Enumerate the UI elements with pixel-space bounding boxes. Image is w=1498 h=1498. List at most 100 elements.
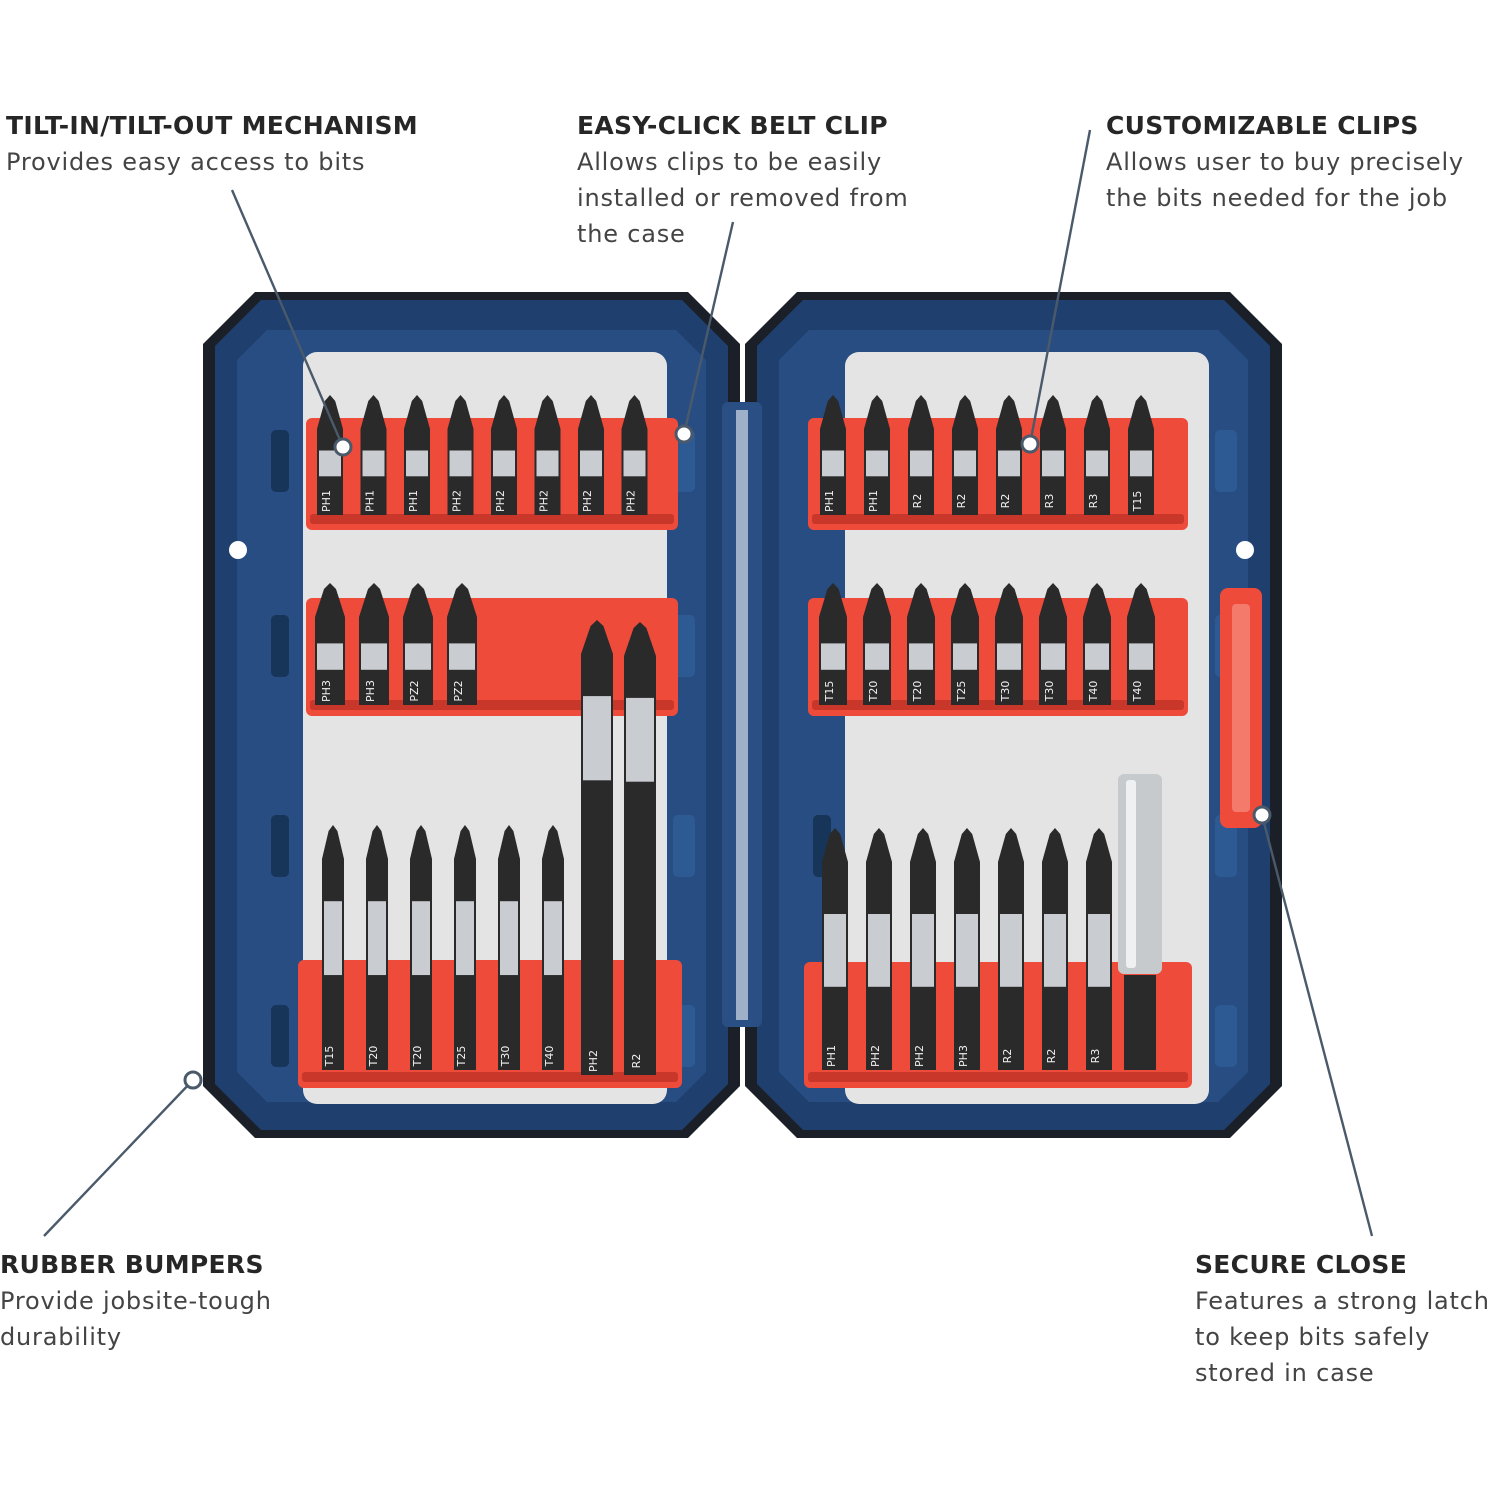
leader-belt-clip-dot (674, 424, 694, 444)
bit-tip (995, 583, 1023, 617)
bit-label: T15 (1131, 491, 1144, 513)
bit-right-middle: T40 (1083, 583, 1111, 705)
bit-label: T25 (455, 1046, 468, 1068)
bit-tip (907, 583, 935, 617)
bit-tip (954, 828, 980, 862)
leader-close (1260, 814, 1374, 1237)
leader-clips-dot (1020, 434, 1040, 454)
bit-tip (498, 825, 520, 859)
callout-tilt-title: TILT-IN/TILT-OUT MECHANISM (6, 111, 418, 140)
bit-tip (621, 395, 648, 429)
case-left-rib (271, 1005, 289, 1067)
bit-label: PH2 (587, 1050, 600, 1072)
bit-tip (403, 583, 433, 617)
leader-belt-clip (682, 221, 735, 435)
bit-silver-band (824, 914, 846, 987)
bit-tip (1083, 583, 1111, 617)
bit-tip (534, 395, 561, 429)
bit-label: PH2 (913, 1045, 926, 1067)
hinge-highlight (736, 410, 748, 1020)
bit-label: R3 (1087, 494, 1100, 509)
callout-tilt: TILT-IN/TILT-OUT MECHANISM Provides easy… (6, 108, 418, 180)
bit-right-top: R2 (952, 395, 978, 515)
bit-left-middle: PZ2 (403, 583, 433, 705)
bit-label: T30 (499, 1046, 512, 1068)
bit-silver-band (1041, 643, 1065, 670)
clip-left-top-ledge (310, 514, 674, 524)
bit-label: PH2 (869, 1045, 882, 1067)
bit-tip (359, 583, 389, 617)
bit-label: PH1 (364, 490, 377, 512)
bit-silver-band (626, 697, 654, 782)
bit-tip (1127, 583, 1155, 617)
bit-silver-band (954, 450, 976, 477)
bit-right-top: R2 (908, 395, 934, 515)
bit-silver-band (1088, 914, 1110, 987)
mount-hole (229, 541, 247, 559)
bit-right-top: R2 (996, 395, 1022, 515)
bit-label: PH1 (825, 1045, 838, 1067)
bit-left-long: PH2 (581, 620, 613, 1075)
bit-tip (1086, 828, 1112, 862)
bit-tip (447, 395, 474, 429)
bit-silver-band (1130, 450, 1152, 477)
bit-label: PH3 (364, 680, 377, 702)
bit-tip (863, 583, 891, 617)
callout-close-line-2: to keep bits safely (1195, 1323, 1431, 1351)
bit-silver-band (1000, 914, 1022, 987)
callout-belt-clip-title: EASY-CLICK BELT CLIP (577, 111, 888, 140)
bit-tip (951, 583, 979, 617)
callout-belt-clip-line-2: installed or removed from (577, 184, 909, 212)
bit-label: PZ2 (452, 680, 465, 701)
bit-label: R2 (955, 494, 968, 509)
callout-bumpers: RUBBER BUMPERS Provide jobsite-tough dur… (0, 1247, 272, 1355)
bit-right-bottom: PH1 (822, 828, 848, 1070)
bit-label: R2 (999, 494, 1012, 509)
bit-right-middle: T40 (1127, 583, 1155, 705)
bit-silver-band (623, 450, 646, 477)
bit-silver-band (909, 643, 933, 670)
bit-label: PH2 (451, 490, 464, 512)
bit-left-middle: PH3 (315, 583, 345, 705)
bit-tip (581, 620, 613, 654)
bit-tip (366, 825, 388, 859)
bit-left-top: PH2 (534, 395, 561, 515)
bit-silver-band (1085, 643, 1109, 670)
bit-right-middle: T20 (863, 583, 891, 705)
bit-silver-band (1086, 450, 1108, 477)
bit-tip (322, 825, 344, 859)
bit-right-bottom: R2 (1042, 828, 1068, 1070)
bit-left-middle: PH3 (359, 583, 389, 705)
bit-label: PH3 (320, 680, 333, 702)
leader-tilt (230, 189, 345, 448)
bit-silver-band (456, 901, 474, 976)
bit-tip (910, 828, 936, 862)
bit-silver-band (449, 643, 475, 670)
bit-silver-band (324, 901, 342, 976)
callout-close-title: SECURE CLOSE (1195, 1250, 1408, 1279)
bit-tip (410, 825, 432, 859)
mount-hole (1236, 541, 1254, 559)
bit-silver-band (1044, 914, 1066, 987)
leader-bumpers-dot (183, 1070, 203, 1090)
bit-left-long: R2 (624, 622, 656, 1075)
bit-tip (1039, 583, 1067, 617)
bit-label: R2 (911, 494, 924, 509)
case-left-rib (271, 615, 289, 677)
bit-right-bottom: R2 (998, 828, 1024, 1070)
bit-tip (578, 395, 604, 429)
bit-left-bottom: T15 (322, 825, 344, 1070)
bit-right-bottom: PH3 (954, 828, 980, 1070)
bit-label: T20 (367, 1046, 380, 1068)
bit-label: PH1 (823, 490, 836, 512)
bit-silver-band (1129, 643, 1153, 670)
case-left-rib (271, 430, 289, 492)
bit-right-middle: T15 (819, 583, 847, 705)
clip-right-top-ledge (812, 514, 1184, 524)
bit-silver-band (500, 901, 518, 976)
bit-silver-band (412, 901, 430, 976)
bit-tip (360, 395, 387, 429)
bit-label: T15 (323, 1046, 336, 1068)
bit-label: T25 (955, 681, 968, 703)
